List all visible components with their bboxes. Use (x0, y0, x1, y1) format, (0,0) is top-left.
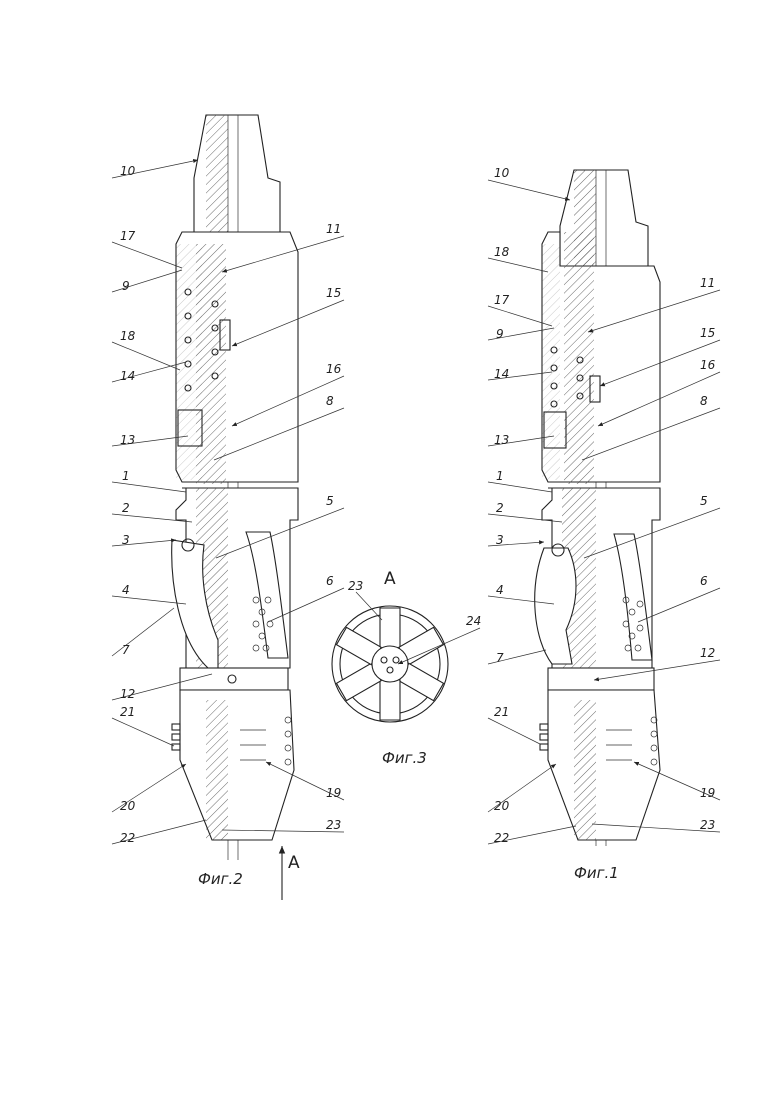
label: 9 (122, 279, 130, 293)
label: 5 (700, 494, 708, 508)
label: 6 (700, 574, 708, 588)
label: 14 (494, 367, 509, 381)
label: 10 (120, 164, 136, 178)
view-label: A (384, 569, 396, 589)
label: 16 (326, 362, 342, 376)
label: 23 (700, 818, 715, 832)
label: 5 (326, 494, 334, 508)
label: 10 (494, 166, 510, 180)
label: 24 (466, 614, 481, 628)
label: 20 (494, 799, 510, 813)
label: 21 (120, 705, 135, 719)
nozzles-21 (540, 724, 548, 750)
label: 1 (122, 469, 130, 483)
label: 9 (496, 327, 504, 341)
label: 11 (326, 222, 341, 236)
label: 14 (120, 369, 135, 383)
label: 3 (122, 533, 130, 547)
label: 19 (700, 786, 715, 800)
label: 22 (494, 831, 509, 845)
label: 13 (494, 433, 509, 447)
label: 19 (326, 786, 341, 800)
label: 18 (494, 245, 510, 259)
label: 2 (122, 501, 130, 515)
label: 16 (700, 358, 716, 372)
label: 12 (120, 687, 135, 701)
view-arrow-label: A (288, 853, 300, 873)
label: 23 (348, 579, 363, 593)
label: 15 (326, 286, 341, 300)
figure-1-caption: Фиг.1 (574, 864, 619, 882)
label: 17 (120, 229, 136, 243)
figure-3-caption: Фиг.3 (382, 749, 427, 767)
label: 20 (120, 799, 136, 813)
label: 8 (700, 394, 708, 408)
figure-2-caption: Фиг.2 (198, 870, 243, 888)
label: 4 (122, 583, 130, 597)
label: 6 (326, 574, 334, 588)
label: 7 (122, 643, 130, 657)
label: 21 (494, 705, 509, 719)
label: 18 (120, 329, 136, 343)
label: 3 (496, 533, 504, 547)
label: 23 (326, 818, 341, 832)
figure-1-tool-drawing: 10 18 11 17 9 15 14 16 8 13 1 2 5 3 6 4 … (488, 166, 720, 882)
figure-2-tool-drawing: 10 11 17 9 15 18 14 16 8 13 1 2 5 3 6 4 … (112, 115, 344, 900)
label: 2 (496, 501, 504, 515)
label: 17 (494, 293, 510, 307)
nozzles-21 (172, 724, 180, 750)
label: 12 (700, 646, 715, 660)
label: 4 (496, 583, 504, 597)
label: 11 (700, 276, 715, 290)
label: 7 (496, 651, 504, 665)
label: 1 (496, 469, 504, 483)
label: 8 (326, 394, 334, 408)
figure-3-end-view: 23 24 A Фиг.3 (332, 569, 481, 767)
label: 13 (120, 433, 135, 447)
label: 15 (700, 326, 715, 340)
label: 22 (120, 831, 135, 845)
